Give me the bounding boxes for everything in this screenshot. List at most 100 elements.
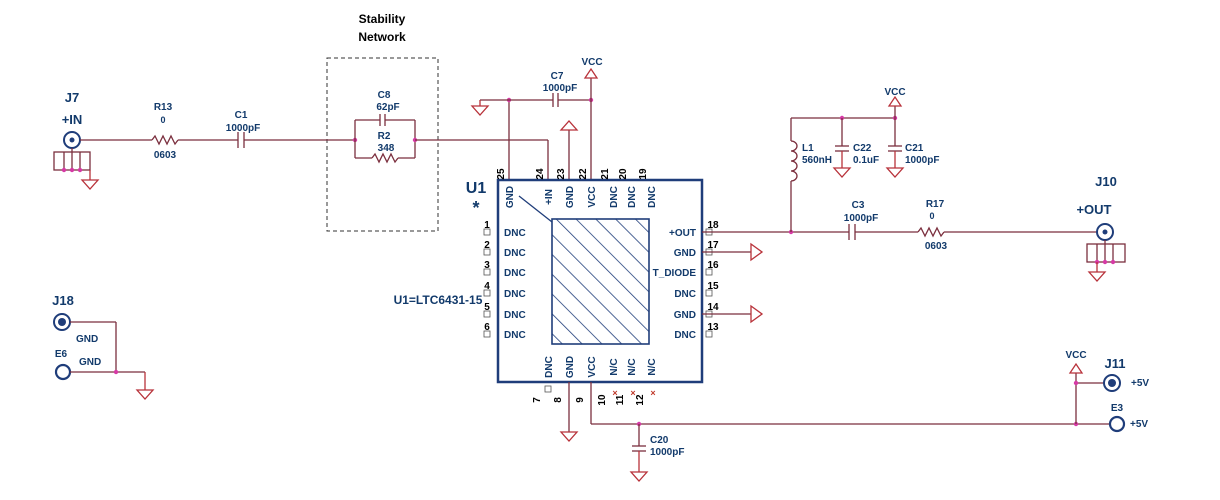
u1-pin-number: 5 xyxy=(484,302,490,313)
u1-value-label: U1=LTC6431-15 xyxy=(394,293,483,307)
c22-ref: C22 xyxy=(853,143,872,154)
r13-value: 0 xyxy=(160,115,165,125)
u1-pin-name: DNC xyxy=(504,228,526,239)
u1-pin-name: DNC xyxy=(504,330,526,341)
j7-label: +IN xyxy=(62,112,83,127)
stability-network-box xyxy=(326,57,439,232)
l1-ref: L1 xyxy=(802,143,814,154)
e3-label: +5V xyxy=(1130,419,1148,430)
u1-pin-name: VCC xyxy=(587,356,598,377)
c20-capacitor xyxy=(632,445,646,452)
u1-pin-name: DNC xyxy=(674,289,696,300)
u1-pin-pad xyxy=(705,330,713,338)
u1-pin-name: DNC xyxy=(504,248,526,259)
u1-pin-pad xyxy=(483,228,491,236)
u1-pin-name: DNC xyxy=(504,289,526,300)
no-connect-mark: × xyxy=(650,388,655,398)
u1-pin-name: GND xyxy=(674,248,696,259)
u1-star: * xyxy=(472,198,479,218)
u1-pin-name: DNC xyxy=(544,356,555,378)
u1-pin-number: 7 xyxy=(532,397,543,403)
e6-connector xyxy=(54,363,72,381)
u1-pin-number: 10 xyxy=(597,394,608,406)
r17-pkg: 0603 xyxy=(925,241,948,252)
u1-pin-pad xyxy=(544,385,552,393)
c20-value: 1000pF xyxy=(650,447,684,458)
u1-pin-pad xyxy=(705,268,713,276)
u1-pin-name: N/C xyxy=(627,358,638,375)
u1-pin-number: 6 xyxy=(484,322,490,333)
r17-resistor xyxy=(917,226,945,238)
u1-pin-pad xyxy=(705,289,713,297)
c3-ref: C3 xyxy=(852,200,865,211)
u1-pin-name: +OUT xyxy=(669,228,696,239)
c21-ref: C21 xyxy=(905,143,924,154)
stability-network-title-2: Network xyxy=(358,30,406,44)
j10-label: +OUT xyxy=(1076,202,1111,217)
u1-pin-name: DNC xyxy=(627,186,638,208)
u1-pin-name: T_DIODE xyxy=(653,268,697,279)
stability-network-title-1: Stability xyxy=(359,12,406,26)
u1-pin-number: 21 xyxy=(600,168,611,180)
u1-pin-number: 23 xyxy=(556,168,567,180)
j18-label: GND xyxy=(76,334,98,345)
u1-pin-name: DNC xyxy=(609,186,620,208)
u1-pin-pad xyxy=(483,330,491,338)
u1-pin-name: DNC xyxy=(504,310,526,321)
r2-value: 348 xyxy=(378,143,395,154)
u1-pin-name: DNC xyxy=(647,186,658,208)
u1-pin-name: GND xyxy=(565,186,576,208)
e3-ref: E3 xyxy=(1111,403,1124,414)
u1-pin-name: +IN xyxy=(544,189,555,205)
c21-value: 1000pF xyxy=(905,155,939,166)
c3-value: 1000pF xyxy=(844,213,878,224)
c8-capacitor xyxy=(379,114,386,126)
u1-pin-number: 24 xyxy=(535,168,546,180)
no-connect-mark: × xyxy=(630,388,635,398)
u1-ref: U1 xyxy=(466,180,487,197)
u1-pin-number: 12 xyxy=(635,394,646,406)
u1-pin-name: GND xyxy=(674,310,696,321)
j11-label: +5V xyxy=(1131,378,1149,389)
u1-exposed-pad xyxy=(551,218,650,345)
r17-value: 0 xyxy=(929,211,934,221)
j10-connector xyxy=(1086,223,1126,282)
u1-pin-number: 4 xyxy=(484,281,490,292)
j11-connector xyxy=(1103,374,1121,392)
u1-pin-name: N/C xyxy=(647,358,658,375)
u1-pin-number: 1 xyxy=(484,220,490,231)
r13-ref: R13 xyxy=(154,102,173,113)
c22-capacitor xyxy=(835,145,849,152)
l1-value: 560nH xyxy=(802,155,832,166)
c7-capacitor xyxy=(552,93,559,107)
u1-pin-number: 17 xyxy=(707,240,719,251)
u1-pin-number: 19 xyxy=(638,168,649,180)
vcc-5v-label: VCC xyxy=(1065,350,1086,361)
r13-pkg: 0603 xyxy=(154,150,177,161)
u1-pin-number: 3 xyxy=(484,260,490,271)
vcc-top-label: VCC xyxy=(581,57,602,68)
u1-pin-number: 16 xyxy=(707,260,719,271)
j10-ref: J10 xyxy=(1095,174,1117,189)
c20-ref: C20 xyxy=(650,435,669,446)
u1-pin-number: 14 xyxy=(707,302,719,313)
c7-ref: C7 xyxy=(551,71,564,82)
c21-capacitor xyxy=(888,145,902,152)
u1-pin-pad xyxy=(483,268,491,276)
r13-resistor xyxy=(151,134,179,146)
j11-ref: J11 xyxy=(1105,356,1126,371)
u1-pin-name: GND xyxy=(505,186,516,208)
c8-ref: C8 xyxy=(378,90,391,101)
u1-pin-number: 8 xyxy=(553,397,564,403)
u1-pin-name: GND xyxy=(565,356,576,378)
u1-pin-number: 13 xyxy=(707,322,719,333)
u1-pin-number: 15 xyxy=(707,281,719,292)
u1-pin-name: DNC xyxy=(674,330,696,341)
e3-connector xyxy=(1108,415,1126,433)
c22-value: 0.1uF xyxy=(853,155,879,166)
no-connect-mark: × xyxy=(612,388,617,398)
u1-pin-name: VCC xyxy=(587,186,598,207)
